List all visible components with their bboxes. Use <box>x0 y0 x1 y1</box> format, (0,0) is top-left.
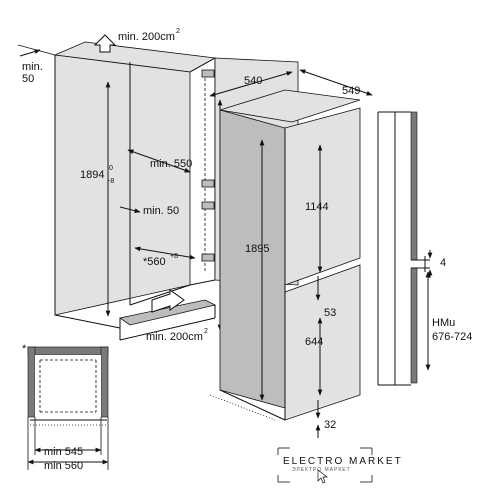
hmu-title: HMu <box>432 317 455 329</box>
side-gap-4: 4 <box>440 257 446 269</box>
plan-back-wall <box>27 346 109 356</box>
asterisk-note: * <box>22 343 27 355</box>
hmu-range: 676-724 <box>432 331 472 343</box>
hinge-mid1 <box>201 179 215 188</box>
plan-left-wall <box>27 346 36 418</box>
min50-inner-label: min. 50 <box>143 205 179 217</box>
right-arrow-icon <box>151 289 185 313</box>
min560-label: min 560 <box>44 460 83 472</box>
depth560-tol: +8 <box>170 253 178 260</box>
up-arrow-icon <box>93 34 117 53</box>
vent-top-label: min. 200cm <box>118 31 175 43</box>
section-bottom-wall <box>410 267 418 384</box>
vent-top-sup: 2 <box>176 28 180 35</box>
appliance-height-front: 1895 <box>245 243 269 255</box>
section-top-wall <box>410 111 418 261</box>
watermark-title: ELECTRO MARKET <box>283 456 403 467</box>
watermark-subtitle: ЭЛЕКТРО МАРКЕТ <box>292 467 351 473</box>
gap-53: 53 <box>324 307 336 319</box>
hinge-top <box>201 69 215 78</box>
watermark-logo: ELECTRO MARKET ЭЛЕКТРО МАРКЕТ <box>277 447 403 484</box>
hinge-mid2 <box>201 201 215 210</box>
vent-bottom-label: min. 200cm <box>146 331 203 343</box>
freezer-door-height: 644 <box>305 336 323 348</box>
appliance-side <box>219 109 286 409</box>
cursor-icon <box>317 469 329 484</box>
fridge-door-height: 1144 <box>305 201 329 213</box>
appliance-depth: 549 <box>342 85 360 97</box>
min545-label: min 545 <box>44 446 83 458</box>
min550-label: min. 550 <box>150 158 192 170</box>
vent-bottom-sup: 2 <box>204 328 208 335</box>
appliance-width: 540 <box>244 75 262 87</box>
niche-height: 1894 <box>80 169 104 181</box>
min50-left-a: min. <box>22 61 43 73</box>
appliance-fridge <box>209 89 361 421</box>
plinth-32: 32 <box>324 419 336 431</box>
hinge-bottom <box>201 253 215 262</box>
niche-tol-top: 0 <box>109 165 113 172</box>
plan-right-wall <box>100 346 109 418</box>
depth560-label: *560 <box>143 256 166 268</box>
niche-left-panel <box>54 54 191 316</box>
fridge-door <box>284 107 361 286</box>
min50-left-b: 50 <box>22 73 34 85</box>
door-section-profile <box>377 111 430 386</box>
niche-tol-bottom: -8 <box>108 178 114 185</box>
